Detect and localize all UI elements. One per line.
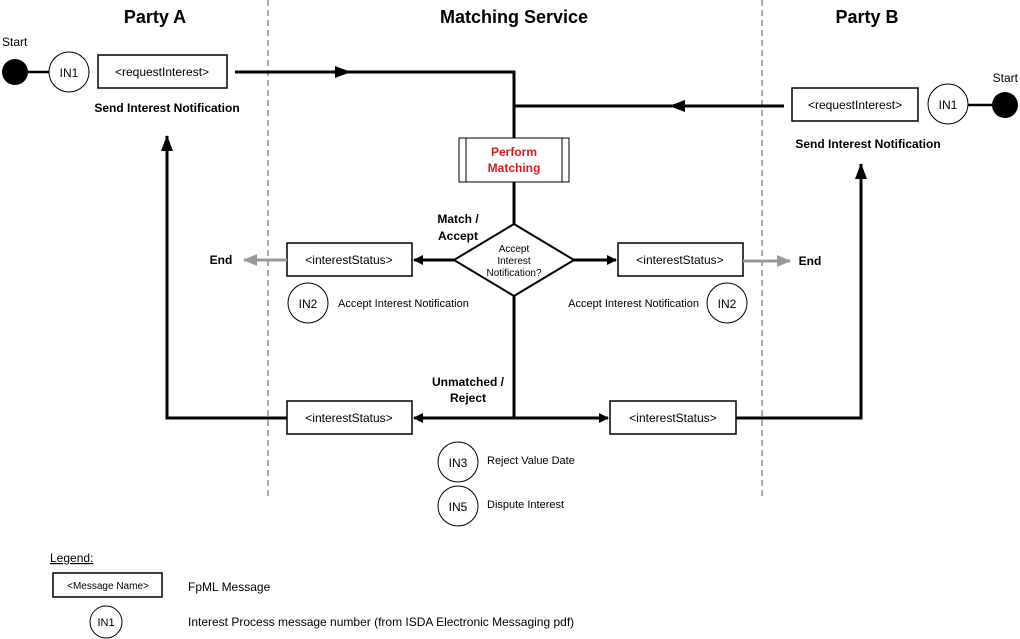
perform-matching-box [458,137,570,183]
party-a-start-node [2,59,28,85]
end-right-label: End [799,254,822,268]
party-a-request-interest-box [97,54,228,89]
decision-line1: Accept [499,244,530,255]
accept-status-right-box [617,242,744,277]
legend-number-sample-label: IN1 [97,617,114,629]
legend-message-sample-box [52,572,163,598]
lane-header-party-a: Party A [124,7,186,27]
unmatched-reject-label-line2: Reject [450,391,486,405]
party-b-send-caption: Send Interest Notification [795,137,940,151]
party-a-start-label: Start [2,35,28,49]
party-b-request-interest-box [791,87,919,122]
reject-return-party-b [736,163,867,420]
party-a-in1-label: IN1 [60,66,79,80]
in2-left-circle [287,282,329,324]
decision-line3: Notification? [486,268,541,279]
end-left-label: End [210,253,233,267]
in3-caption: Reject Value Date [487,455,575,467]
match-accept-label-line2: Accept [438,229,478,243]
party-b-start-label: Start [993,71,1019,85]
in5-circle [437,485,479,527]
perform-matching-line2: Matching [488,161,541,175]
legend-title: Legend: [50,551,93,565]
decision-line2: Interest [497,256,531,267]
party-a-request-path [350,70,516,138]
reject-status-right-label: <interestStatus> [629,411,716,425]
party-a-send-caption: Send Interest Notification [94,101,239,115]
party-b-in1-circle [927,83,969,125]
party-a-in1-circle [48,51,90,93]
in5-caption: Dispute Interest [487,499,564,511]
legend-message-desc: FpML Message [188,580,271,594]
reject-status-left-box [286,400,413,435]
in2-right-label: IN2 [718,297,737,311]
legend-number-desc: Interest Process message number (from IS… [188,615,574,629]
legend-message-sample-label: <Message Name> [67,581,149,592]
in3-label: IN3 [449,456,468,470]
match-accept-label-line1: Match / [437,212,479,226]
accept-status-right-label: <interestStatus> [636,253,723,267]
unmatched-reject-label-line1: Unmatched / [432,375,505,389]
party-b-start-node [992,92,1018,118]
in3-circle [437,441,479,483]
accept-status-left-label: <interestStatus> [305,253,392,267]
in2-right-caption: Accept Interest Notification [568,298,699,310]
lane-header-matching-service: Matching Service [440,7,588,27]
lane-header-party-b: Party B [835,7,898,27]
party-b-in1-label: IN1 [939,98,958,112]
in2-left-label: IN2 [299,297,318,311]
in5-label: IN5 [449,500,468,514]
reject-return-party-a [161,135,287,420]
reject-status-left-label: <interestStatus> [305,411,392,425]
in2-left-caption: Accept Interest Notification [338,298,469,310]
party-a-request-interest-label: <requestInterest> [115,65,209,79]
accept-status-left-box [286,242,413,277]
party-b-request-interest-label: <requestInterest> [808,98,902,112]
legend-number-sample-circle [89,605,123,639]
reject-status-right-box [609,400,737,435]
perform-matching-line1: Perform [491,145,537,159]
in2-right-circle [706,282,748,324]
